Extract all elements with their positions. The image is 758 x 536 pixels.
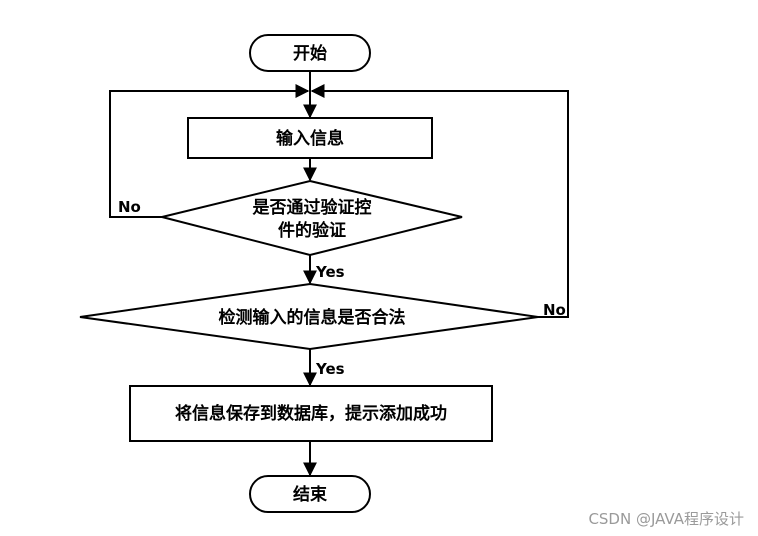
save-process — [129, 385, 493, 442]
input-label: 输入信息 — [276, 128, 344, 149]
watermark: CSDN @JAVA程序设计 — [588, 510, 744, 528]
end-terminal — [249, 475, 371, 513]
check-no-label: No — [543, 301, 566, 319]
start-label: 开始 — [293, 43, 327, 64]
edge-check-no-loop — [310, 84, 569, 318]
check-label: 检测输入的信息是否合法 — [219, 307, 406, 328]
validate-no-label: No — [118, 198, 141, 216]
check-yes-label: Yes — [315, 360, 345, 378]
validate-label-line2: 件的验证 — [278, 220, 346, 241]
validate-decision — [161, 179, 463, 257]
edge-validate-no-loop — [109, 84, 310, 218]
validate-label-line1: 是否通过验证控 — [253, 197, 372, 218]
end-label: 结束 — [293, 484, 327, 505]
validate-yes-label: Yes — [315, 263, 345, 281]
save-label: 将信息保存到数据库，提示添加成功 — [175, 403, 447, 424]
